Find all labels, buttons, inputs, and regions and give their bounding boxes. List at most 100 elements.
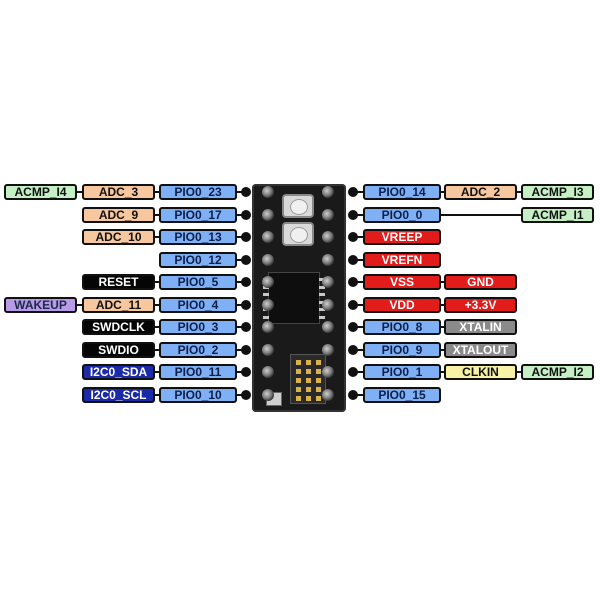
left-pin-black-label: SWDIO (82, 342, 155, 358)
chip-pin-icon (319, 293, 325, 296)
left-pin-black-label: SWDCLK (82, 319, 155, 335)
header-pin-icon (316, 369, 321, 374)
left-pin-i2c-label: I2C0_SDA (82, 364, 155, 380)
right-lead-line (356, 214, 363, 216)
header-pad-icon (262, 209, 274, 221)
left-lead-line (237, 326, 243, 328)
right-pin-gpio-label: PIO0_1 (363, 364, 441, 380)
right-lead-line (356, 191, 363, 193)
header-pin-icon (316, 387, 321, 392)
debug-header-icon (290, 354, 326, 404)
right-lead-line (356, 326, 363, 328)
left-pin-gpio-label: PIO0_5 (159, 274, 237, 290)
header-pin-icon (306, 378, 311, 383)
left-pin-adc-label: ADC_10 (82, 229, 155, 245)
right-lead-line (356, 349, 363, 351)
header-pin-icon (316, 378, 321, 383)
header-pad-icon (322, 276, 334, 288)
left-pin-gpio-label: PIO0_13 (159, 229, 237, 245)
header-pad-icon (262, 321, 274, 333)
right-pin-gray-label: XTALOUT (444, 342, 517, 358)
right-lead-line (356, 304, 363, 306)
left-lead-line (237, 371, 243, 373)
header-pin-icon (296, 369, 301, 374)
chip-pin-icon (263, 293, 269, 296)
left-connector-line (155, 349, 159, 351)
header-pad-icon (322, 209, 334, 221)
right-pin-gpio-label: PIO0_0 (363, 207, 441, 223)
left-pin-gpio-label: PIO0_10 (159, 387, 237, 403)
left-pin-gpio-label: PIO0_3 (159, 319, 237, 335)
left-lead-line (237, 281, 243, 283)
header-pin-icon (306, 360, 311, 365)
right-lead-line (356, 281, 363, 283)
header-pad-icon (322, 344, 334, 356)
header-pin-icon (296, 396, 301, 401)
header-pin-icon (316, 396, 321, 401)
left-lead-line (237, 236, 243, 238)
header-pad-icon (262, 366, 274, 378)
right-pin-power-label: VREEP (363, 229, 441, 245)
right-pin-gpio-label: PIO0_14 (363, 184, 441, 200)
left-pin-adc-label: ADC_3 (82, 184, 155, 200)
left-connector-line (155, 214, 159, 216)
left-pin-gpio-label: PIO0_11 (159, 364, 237, 380)
header-pad-icon (262, 186, 274, 198)
left-connector-line (155, 394, 159, 396)
right-pin-gray-label: XTALIN (444, 319, 517, 335)
left-pin-gpio-label: PIO0_2 (159, 342, 237, 358)
right-pin-power-label: VDD (363, 297, 441, 313)
left-connector-line (155, 304, 159, 306)
right-lead-line (356, 236, 363, 238)
header-pad-icon (322, 299, 334, 311)
header-pad-icon (262, 299, 274, 311)
left-connector-line (155, 326, 159, 328)
left-pin-gpio-label: PIO0_4 (159, 297, 237, 313)
right-pin-power-label: VREFN (363, 252, 441, 268)
right-pin-acmp-label: ACMP_I1 (521, 207, 594, 223)
left-pin-i2c-label: I2C0_SCL (82, 387, 155, 403)
right-pin-gpio-label: PIO0_8 (363, 319, 441, 335)
right-lead-line (356, 259, 363, 261)
header-pad-icon (262, 389, 274, 401)
left-lead-line (237, 394, 243, 396)
left-pin-gpio-label: PIO0_23 (159, 184, 237, 200)
right-pin-gpio-label: PIO0_9 (363, 342, 441, 358)
left-pin-gpio-label: PIO0_12 (159, 252, 237, 268)
left-connector-line (155, 236, 159, 238)
left-pin-black-label: RESET (82, 274, 155, 290)
left-pin-adc-label: ADC_11 (82, 297, 155, 313)
right-pin-power-label: VSS (363, 274, 441, 290)
right-pin-acmp-label: ACMP_I2 (521, 364, 594, 380)
header-pin-icon (306, 396, 311, 401)
chip-pin-icon (263, 316, 269, 319)
right-pin-gpio-label: PIO0_15 (363, 387, 441, 403)
left-pin-acmp-label: ACMP_I4 (4, 184, 77, 200)
left-connector-line (77, 304, 82, 306)
header-pad-icon (262, 231, 274, 243)
header-pin-icon (306, 369, 311, 374)
left-lead-line (237, 214, 243, 216)
right-lead-line (356, 394, 363, 396)
header-pad-icon (322, 366, 334, 378)
right-pin-clk-label: CLKIN (444, 364, 517, 380)
left-pin-wake-label: WAKEUP (4, 297, 77, 313)
chip-pin-icon (319, 316, 325, 319)
left-connector-line (77, 191, 82, 193)
left-lead-line (237, 191, 243, 193)
header-pad-icon (262, 344, 274, 356)
right-pin-power-label: GND (444, 274, 517, 290)
right-lead-line (356, 371, 363, 373)
right-pin-acmp-label: ACMP_I3 (521, 184, 594, 200)
header-pin-icon (296, 378, 301, 383)
header-pin-icon (316, 360, 321, 365)
left-pin-adc-label: ADC_9 (82, 207, 155, 223)
header-pad-icon (322, 321, 334, 333)
left-connector-line (155, 371, 159, 373)
header-pin-icon (306, 387, 311, 392)
header-pad-icon (322, 254, 334, 266)
left-connector-line (155, 191, 159, 193)
header-pad-icon (322, 231, 334, 243)
header-pin-icon (296, 360, 301, 365)
